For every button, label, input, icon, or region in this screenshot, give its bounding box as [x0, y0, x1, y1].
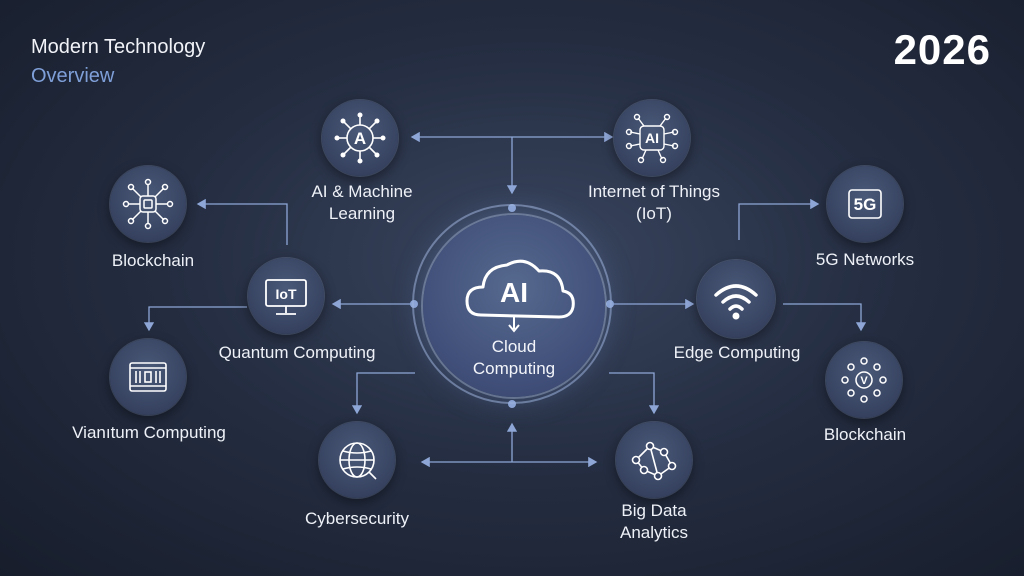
label-iot-line1: Internet of Things	[588, 182, 720, 201]
link-center-bigdata	[609, 372, 660, 415]
node-5g-networks[interactable]: 5G	[827, 166, 903, 242]
label-big-data-analytics: Big Data Analytics	[578, 500, 730, 544]
label-quantum-computing-left: Vianıtum Computing	[72, 423, 226, 442]
label-bigdata-line2: Analytics	[619, 523, 689, 542]
node-ai-machine-learning[interactable]: A	[322, 100, 398, 176]
node-quantum-computing-left[interactable]	[110, 339, 186, 415]
neural-network-icon: A	[334, 112, 386, 164]
label-edge-computing: Edge Computing	[673, 343, 801, 362]
iot-network-icon: AI	[625, 113, 679, 164]
node-cybersecurity[interactable]	[319, 422, 395, 498]
globe-icon	[339, 442, 377, 480]
link-edge-5g	[738, 198, 820, 240]
label-bigdata-line1: Big Data	[621, 501, 687, 520]
title-line-2: Overview	[31, 65, 115, 87]
blockchain-chip-icon	[122, 178, 174, 230]
link-edge-blockchain	[783, 303, 867, 332]
blockchain-right-icon-text: V	[860, 375, 868, 387]
link-quantum-left	[143, 306, 247, 332]
label-ai-machine-learning: AI & Machine Learning	[280, 181, 444, 225]
label-blockchain-left: Blockchain	[111, 251, 195, 270]
center-ring	[412, 204, 612, 404]
5g-icon-text: 5G	[854, 195, 877, 214]
monitor-icon: IoT	[265, 279, 307, 315]
cloud-icon	[465, 259, 575, 333]
node-edge-computing[interactable]	[697, 260, 775, 338]
server-rack-icon	[129, 362, 167, 392]
node-internet-of-things[interactable]: AI	[614, 100, 690, 176]
node-quantum-computing[interactable]: IoT	[248, 258, 324, 334]
ai-ml-icon-letter: A	[354, 129, 366, 148]
iot-icon-text: AI	[645, 130, 659, 146]
center-node-cloud-computing[interactable]: AI	[423, 215, 605, 397]
link-center-cyber	[351, 372, 415, 415]
label-ai-ml-line2: Learning	[328, 204, 396, 223]
blockchain-hub-icon: V	[841, 357, 887, 403]
label-quantum-computing: Quantum Computing	[218, 343, 376, 362]
title-line-1: Modern Technology	[31, 36, 206, 58]
label-ai-ml-line1: AI & Machine	[311, 182, 413, 201]
data-graph-icon	[631, 441, 677, 481]
center-label: Cloud Computing	[423, 336, 605, 380]
node-big-data-analytics[interactable]	[616, 422, 692, 498]
node-blockchain-right[interactable]: V	[826, 342, 902, 418]
center-label-line1: Cloud	[491, 337, 537, 356]
label-internet-of-things: Internet of Things (IoT)	[566, 181, 742, 225]
year-label: 2026	[893, 26, 991, 73]
link-quantum-blockchain	[196, 198, 288, 245]
node-blockchain-left[interactable]	[110, 166, 186, 242]
wifi-icon	[714, 284, 758, 320]
5g-icon: 5G	[848, 189, 882, 219]
center-label-line2: Computing	[472, 359, 556, 378]
label-5g-networks: 5G Networks	[815, 250, 915, 269]
label-blockchain-right: Blockchain	[823, 425, 907, 444]
quantum-icon-text: IoT	[276, 286, 297, 302]
center-icon-text: AI	[500, 277, 528, 308]
label-iot-line2: (IoT)	[636, 204, 672, 223]
label-cybersecurity: Cybersecurity	[305, 509, 409, 528]
